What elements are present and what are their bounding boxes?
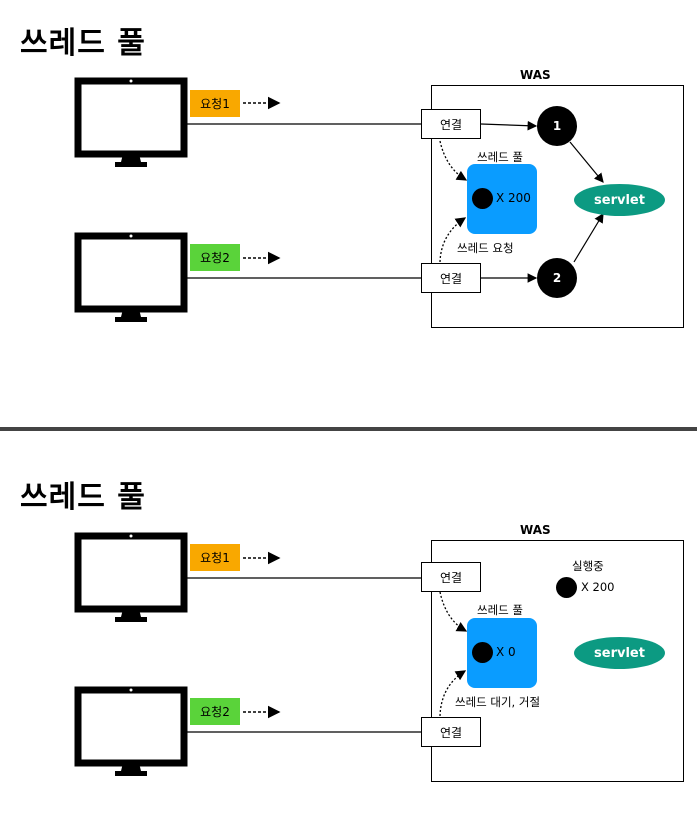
connection-1: 연결	[421, 109, 481, 139]
connection-2: 연결	[421, 717, 481, 747]
client-monitor-2-icon	[74, 232, 188, 322]
diagram-title: 쓰레드 풀	[20, 480, 146, 515]
request-2-tag: 요청2	[190, 698, 240, 725]
thread-pool-diagram-top: 쓰레드 풀	[20, 26, 684, 328]
thread-dot	[472, 188, 493, 209]
connection-2: 연결	[421, 263, 481, 293]
thread-pool-count: X 200	[496, 191, 531, 205]
request-2-tag: 요청2	[190, 244, 240, 271]
was-label: WAS	[520, 523, 551, 537]
client-monitor-2-icon	[74, 686, 188, 776]
thread-pool-count: X 0	[496, 645, 516, 659]
running-thread-dot	[556, 577, 577, 598]
thread-2: 2	[537, 258, 577, 298]
panel-divider	[0, 427, 697, 431]
thread-dot	[472, 642, 493, 663]
was-container	[431, 540, 684, 782]
connector-lines	[74, 532, 468, 776]
client-monitor-1-icon	[74, 532, 188, 622]
servlet: servlet	[574, 184, 665, 216]
diagram-title: 쓰레드 풀	[20, 26, 146, 61]
was-label: WAS	[520, 68, 551, 82]
running-count: X 200	[581, 580, 615, 594]
thread-pool-diagram-bottom: 쓰레드 풀 WAS 요청1 요청2 연결 연결 쓰레드 풀	[0, 434, 697, 837]
connector-lines	[74, 77, 604, 322]
thread-1: 1	[537, 106, 577, 146]
thread-pool-label: 쓰레드 풀	[477, 603, 523, 617]
thread-pool-label: 쓰레드 풀	[477, 150, 523, 164]
thread-request-label: 쓰레드 요청	[457, 241, 514, 255]
running-label: 실행중	[572, 559, 604, 573]
thread-pool: X 0	[467, 618, 537, 688]
thread-wait-label: 쓰레드 대기, 거절	[455, 695, 541, 709]
thread-pool: X 200	[467, 164, 537, 234]
client-monitor-1-icon	[74, 77, 188, 167]
request-1-tag: 요청1	[190, 90, 240, 117]
was-container	[431, 85, 684, 328]
request-1-tag: 요청1	[190, 544, 240, 571]
servlet: servlet	[574, 637, 665, 669]
connection-1: 연결	[421, 562, 481, 592]
